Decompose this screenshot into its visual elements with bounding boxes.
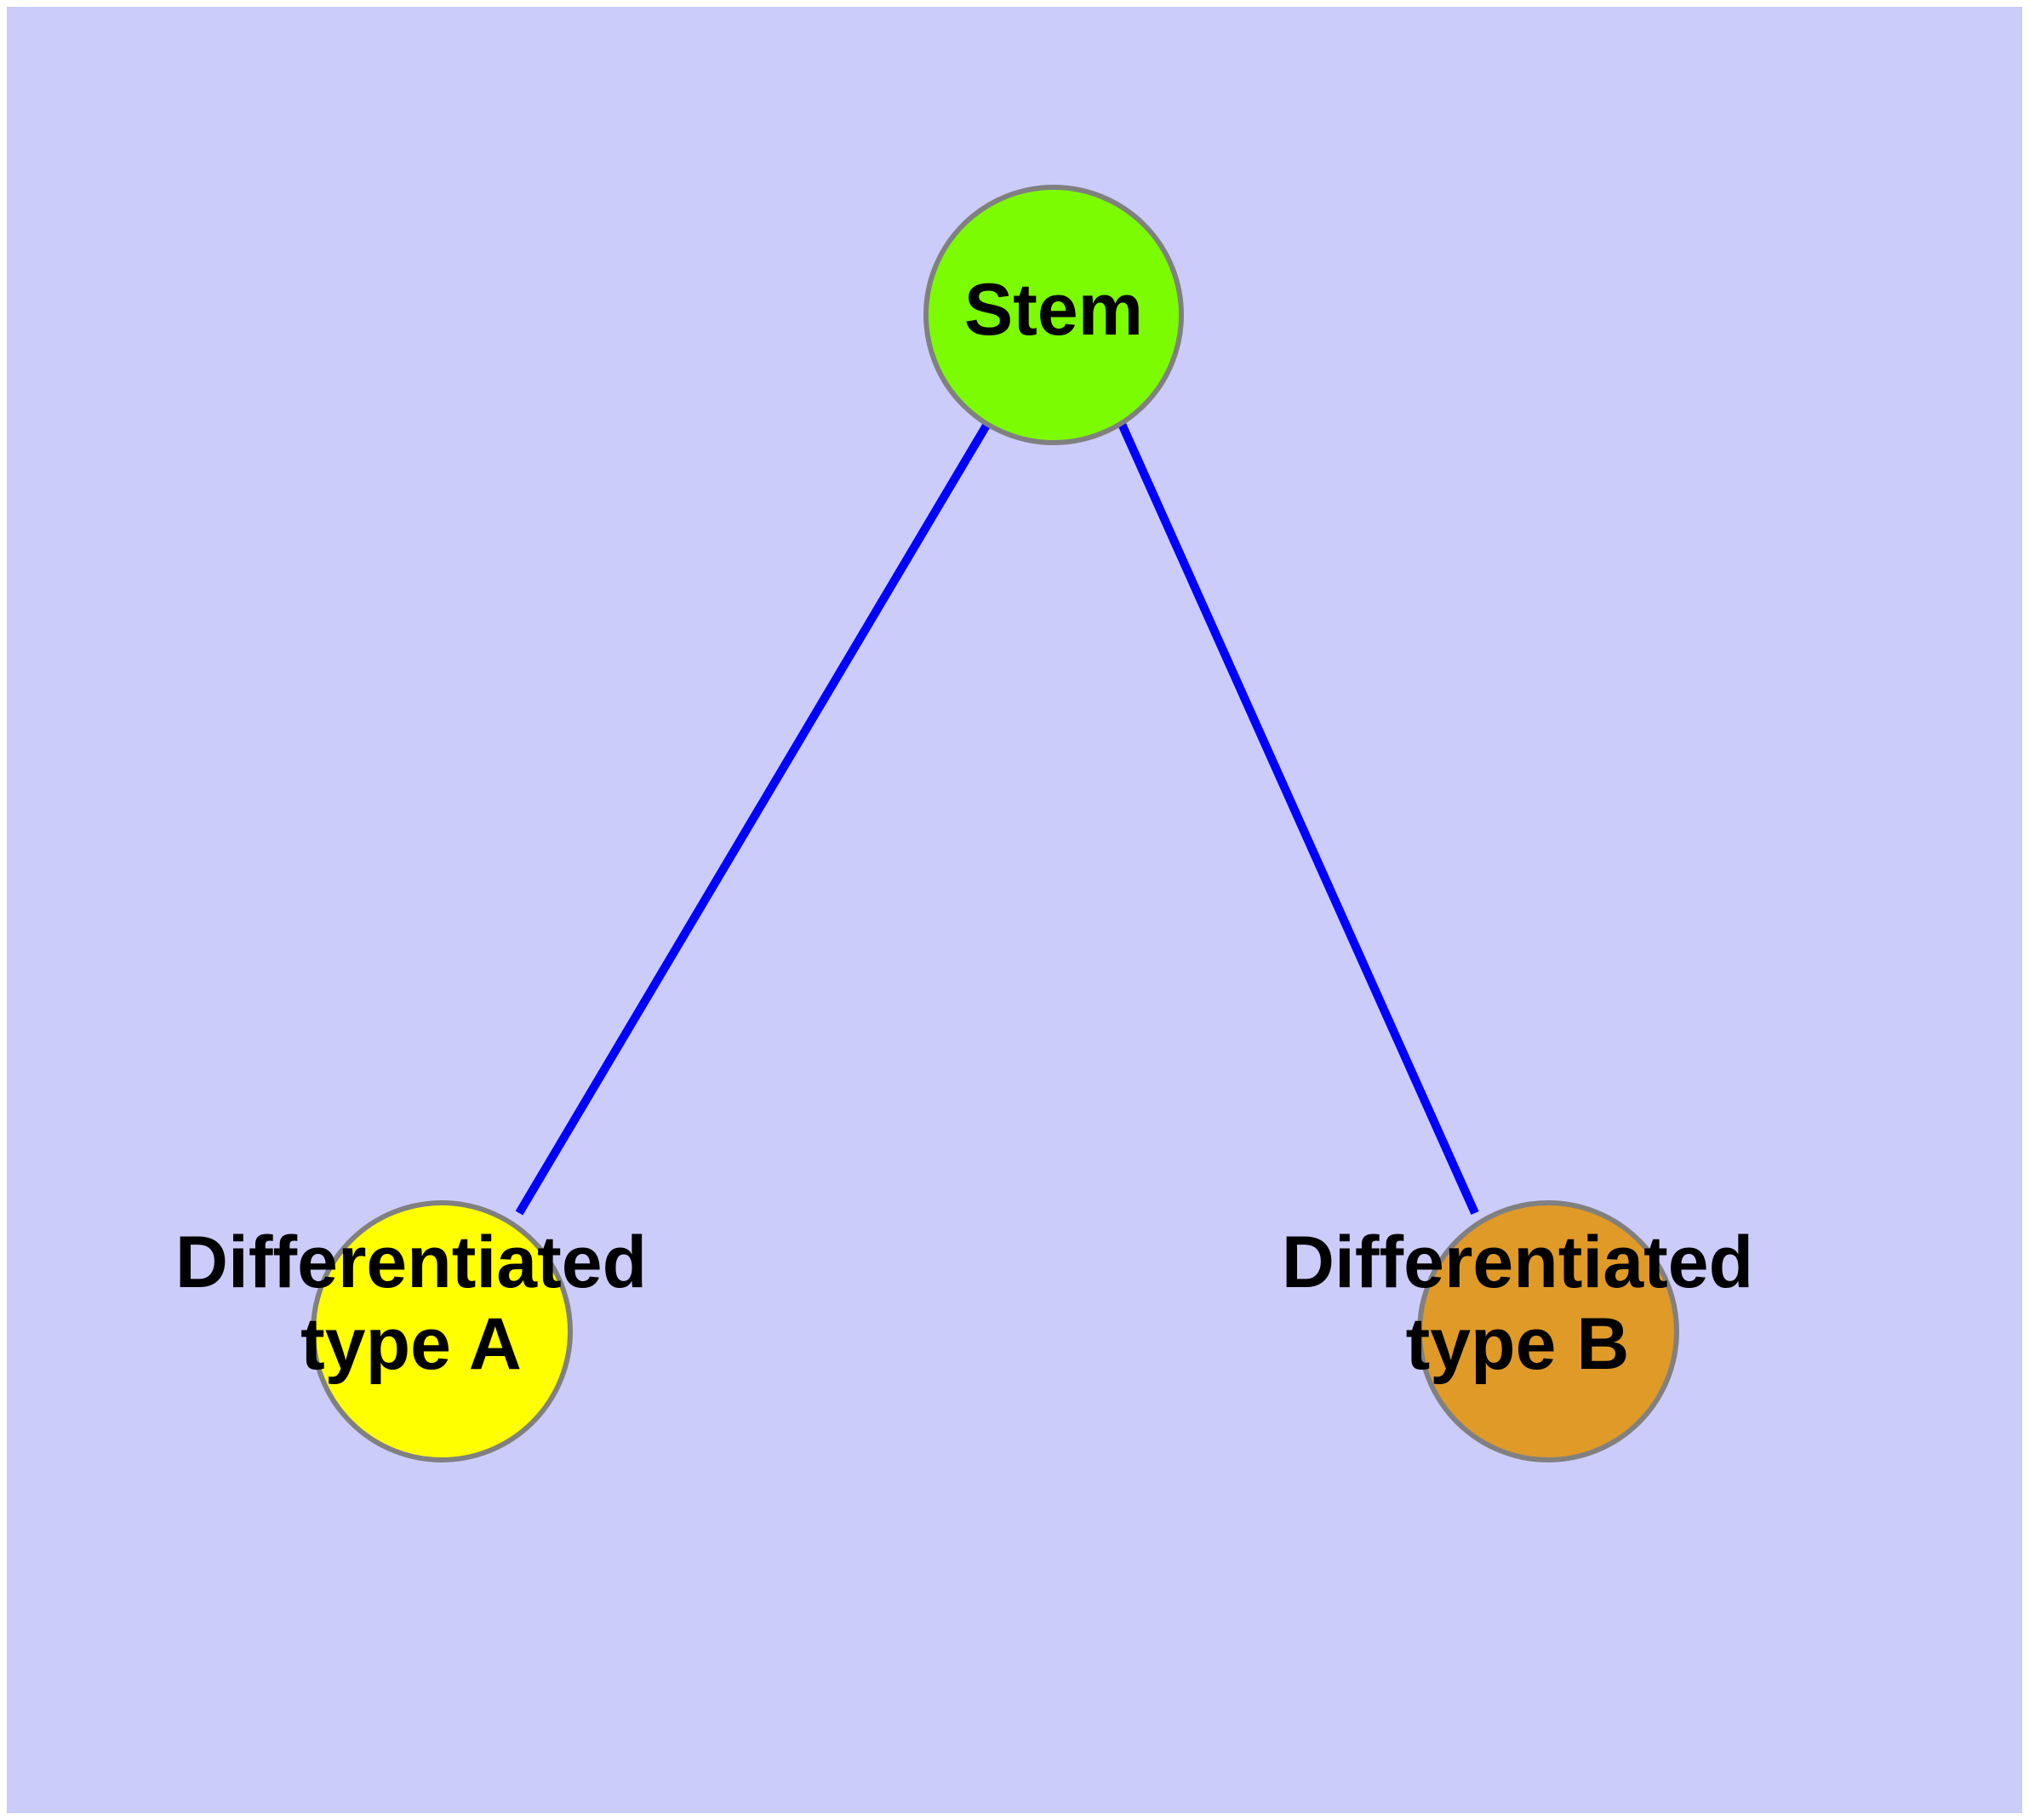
node-circle-stem[interactable] xyxy=(923,185,1184,445)
node-label-stem: Stem xyxy=(964,269,1143,351)
edges-layer xyxy=(515,421,1479,1216)
node-circle-diff_b[interactable] xyxy=(1417,1200,1679,1462)
edge-stem-diff-a[interactable] xyxy=(515,421,992,1216)
node-label-line: type B xyxy=(1406,1303,1630,1385)
node-label-line: type A xyxy=(300,1303,522,1385)
node-stem[interactable]: Stem xyxy=(923,185,1184,445)
node-label-line: Stem xyxy=(964,269,1143,351)
node-label-line: Differentiated xyxy=(1282,1222,1753,1303)
edge-stem-diff-b[interactable] xyxy=(1117,421,1479,1216)
node-label-line: Differentiated xyxy=(175,1222,647,1303)
node-circle-diff_a[interactable] xyxy=(311,1200,573,1462)
